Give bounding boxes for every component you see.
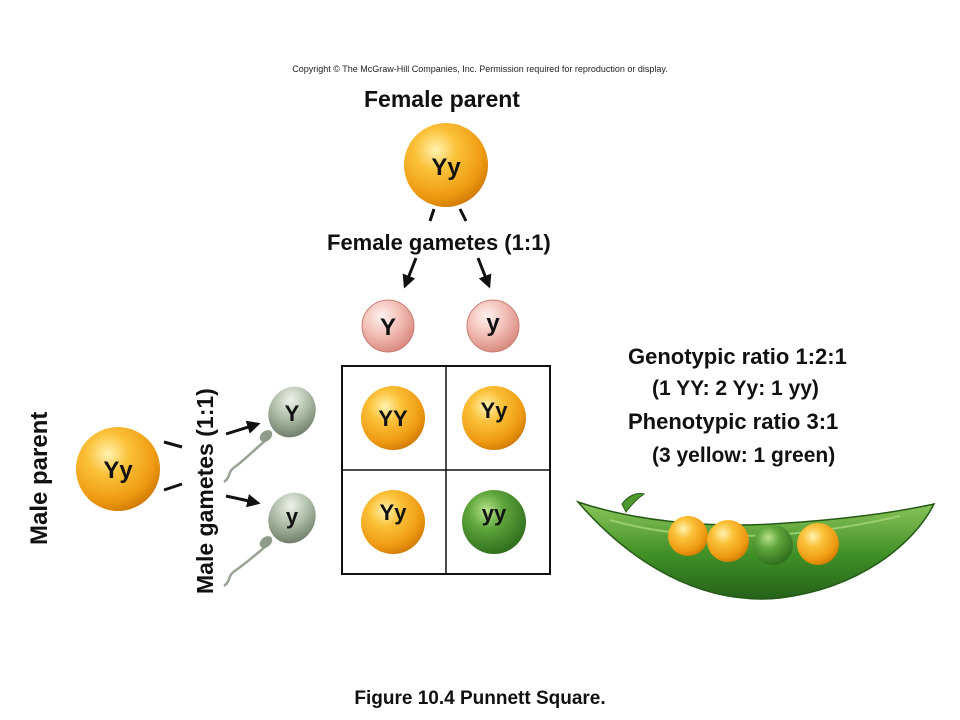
copyright-notice: Copyright © The McGraw-Hill Companies, I… [292,64,668,74]
genotypic-ratio: Genotypic ratio 1:2:1 [628,344,847,369]
female-gamete-y: y [466,299,520,353]
phenotypic-ratio-detail: (3 yellow: 1 green) [652,444,836,467]
female-gamete-Y: Y [361,299,415,353]
punnett-cell-Yy-top: Yy [462,386,526,450]
pea-yellow-1 [668,516,708,556]
punnett-square [341,365,551,575]
svg-text:y: y [486,310,500,337]
punnett-cell-YY: YY [361,386,425,450]
pea-green [753,525,793,565]
female-gametes-label: Female gametes (1:1) [327,230,551,255]
pod-stem [621,493,646,513]
svg-text:y: y [286,504,299,529]
male-arrow-top [225,420,261,436]
punnett-cell-Yy-bottom: Yy [361,490,425,554]
female-parent-label: Female parent [364,86,520,112]
male-split-bottom [163,482,183,492]
male-split-top [163,440,183,449]
svg-text:Yy: Yy [380,500,408,525]
pea-yellow-2 [707,520,749,562]
female-parent-cell: Yy [404,123,488,207]
svg-text:Y: Y [285,401,300,426]
male-gamete-Y: Y [223,386,316,483]
svg-text:YY: YY [378,406,408,431]
male-parent-cell: Yy [76,427,160,511]
female-parent-genotype: Yy [431,154,461,181]
genotypic-ratio-detail: (1 YY: 2 Yy: 1 yy) [652,377,819,400]
punnett-cell-yy: yy [462,490,526,554]
svg-text:yy: yy [482,501,507,526]
female-arrow-left [402,257,418,289]
male-arrow-bottom [225,494,261,508]
male-parent-genotype: Yy [103,457,133,484]
pea-yellow-3 [797,523,839,565]
svg-text:Y: Y [380,314,396,341]
female-split-left [428,208,436,222]
female-arrow-right [476,257,492,289]
svg-text:Yy: Yy [481,398,509,423]
pea-pod-illustration [575,493,936,600]
female-split-right [458,208,468,222]
phenotypic-ratio: Phenotypic ratio 3:1 [628,409,839,434]
figure-caption: Figure 10.4 Punnett Square. [354,688,606,709]
male-gamete-y: y [223,492,316,587]
